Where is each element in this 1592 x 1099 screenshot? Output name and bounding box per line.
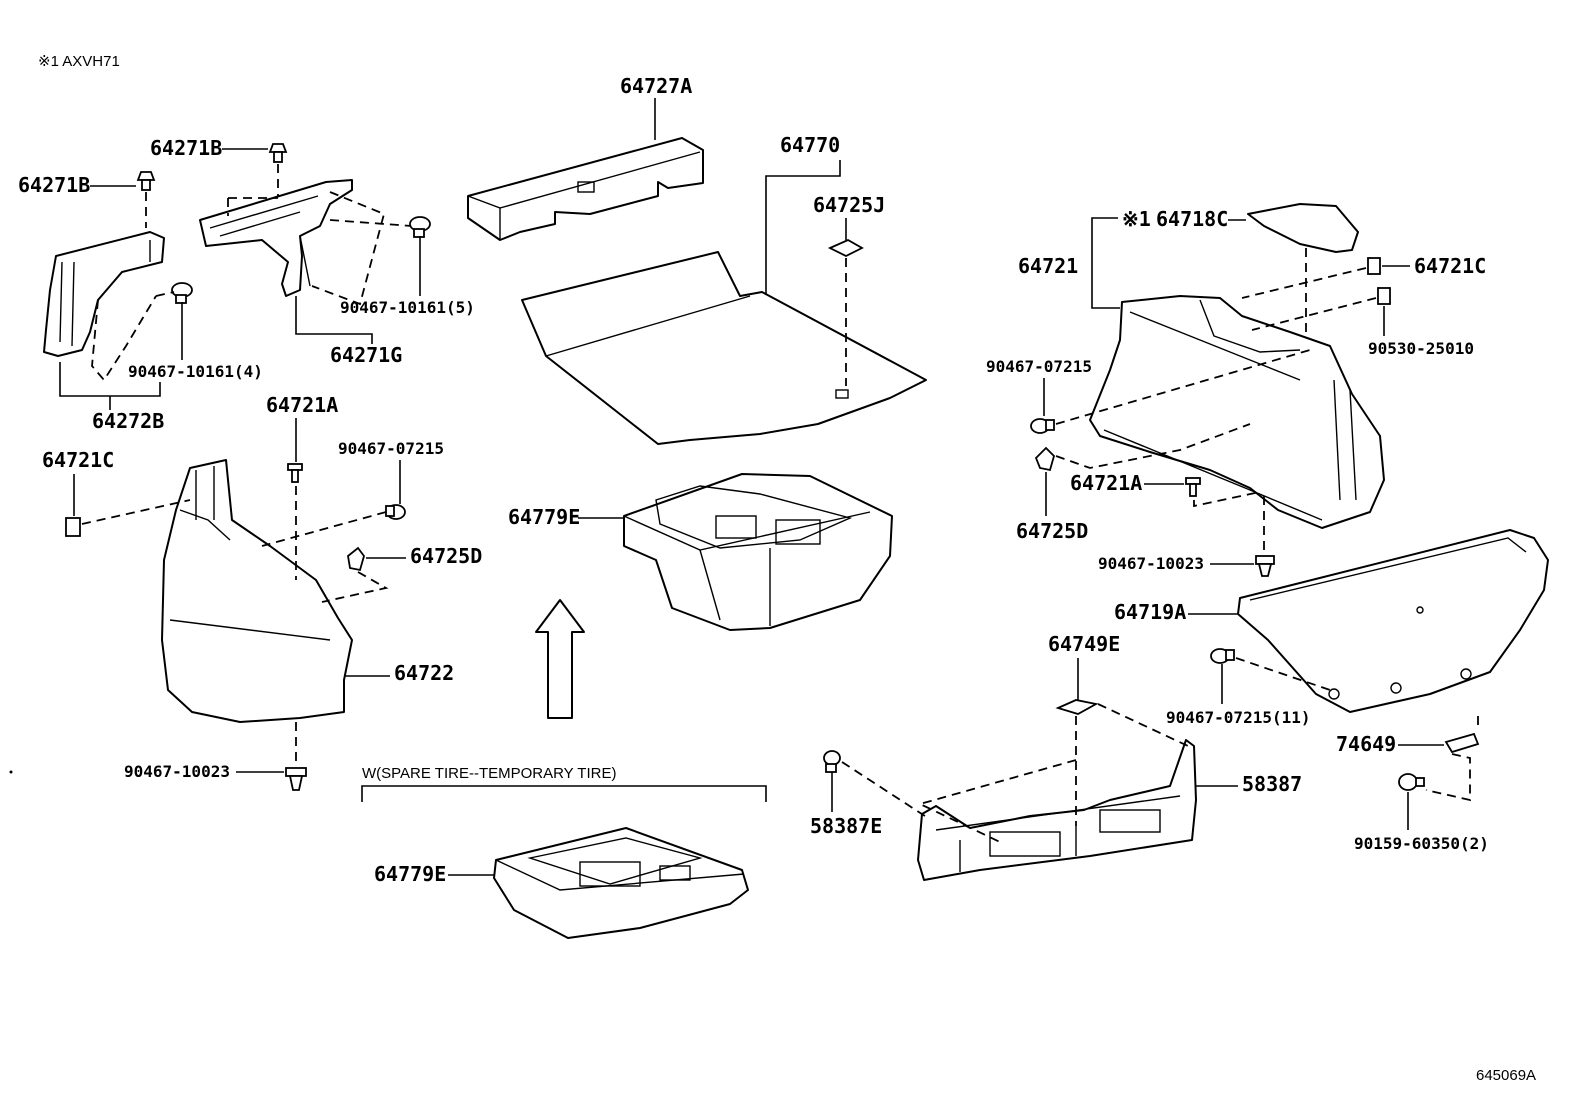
- section-label: W(SPARE TIRE--TEMPORARY TIRE): [362, 765, 616, 782]
- label-90467-10161-4: 90467-10161(4): [128, 362, 263, 381]
- label-90467-10161-5: 90467-10161(5): [340, 298, 475, 317]
- label-64721A-right: 64721A: [1070, 471, 1142, 495]
- part-64721-side-trim: [1089, 295, 1385, 529]
- part-64721C-pad-left: [65, 517, 81, 537]
- label-64719A: 64719A: [1114, 600, 1186, 624]
- part-64779E-tray: [623, 473, 893, 631]
- label-64722: 64722: [394, 661, 454, 685]
- label-90467-07215-11: 90467-07215(11): [1166, 708, 1311, 727]
- part-58387E-clip: [823, 750, 841, 773]
- label-64718C-mark: ※1: [1122, 207, 1151, 231]
- part-74649-hook: [1444, 732, 1480, 754]
- part-64721A-screw-right: [1185, 477, 1201, 497]
- stray-mark: [9, 770, 13, 774]
- part-64271B-clip-top: [268, 143, 288, 163]
- part-90467-10023-clip-right: [1255, 555, 1275, 577]
- part-58387-scuff-plate: [917, 739, 1197, 881]
- part-64727A-cover: [467, 137, 704, 241]
- part-90467-07215-clip-cover: [1210, 648, 1235, 664]
- label-64725J: 64725J: [813, 193, 885, 217]
- label-64727A: 64727A: [620, 74, 692, 98]
- label-58387E: 58387E: [810, 814, 882, 838]
- part-64271G-bracket: [199, 179, 353, 297]
- label-64272B: 64272B: [92, 409, 164, 433]
- label-64721C-right: 64721C: [1414, 254, 1486, 278]
- label-90467-07215-right: 90467-07215: [986, 357, 1092, 376]
- label-90467-10023-left: 90467-10023: [124, 762, 230, 781]
- direction-arrow: [535, 599, 585, 719]
- label-90530-25010: 90530-25010: [1368, 339, 1474, 358]
- part-64725D-clip-right: [1034, 446, 1056, 472]
- part-90467-10161-clip-right: [409, 216, 431, 238]
- label-64725D-left: 64725D: [410, 544, 482, 568]
- part-90467-10023-clip-left: [285, 767, 307, 791]
- label-90467-07215-left: 90467-07215: [338, 439, 444, 458]
- label-64779E-main: 64779E: [508, 505, 580, 529]
- label-64779E-spare: 64779E: [374, 862, 446, 886]
- part-90159-60350-screw: [1398, 773, 1425, 791]
- applicability-note: ※1 AXVH71: [38, 53, 120, 70]
- label-64725D-right: 64725D: [1016, 519, 1088, 543]
- label-64271B-left: 64271B: [18, 173, 90, 197]
- label-90467-10023-right: 90467-10023: [1098, 554, 1204, 573]
- part-64721A-screw-left: [287, 463, 303, 483]
- part-64722-side-trim: [161, 459, 353, 723]
- label-64271B-top: 64271B: [150, 136, 222, 160]
- label-64271G: 64271G: [330, 343, 402, 367]
- part-90467-07215-clip-right: [1030, 418, 1055, 434]
- label-74649: 74649: [1336, 732, 1396, 756]
- label-64721C-left: 64721C: [42, 448, 114, 472]
- label-64770: 64770: [780, 133, 840, 157]
- part-64718C-cover: [1247, 203, 1359, 253]
- part-90530-25010-pad: [1377, 287, 1391, 305]
- part-64719A-cover: [1237, 529, 1549, 713]
- label-64721: 64721: [1018, 254, 1078, 278]
- part-64725J-clip: [827, 238, 864, 258]
- label-64721A-left: 64721A: [266, 393, 338, 417]
- part-64272B-panel: [43, 231, 165, 382]
- label-90159-60350-2: 90159-60350(2): [1354, 834, 1489, 853]
- part-64770-luggage-mat: [521, 251, 927, 445]
- part-64779E-spare-tray: [493, 827, 749, 939]
- part-90467-07215-clip-left: [385, 504, 406, 520]
- label-64718C: 64718C: [1156, 207, 1228, 231]
- part-64721C-pad-right: [1367, 257, 1381, 275]
- label-58387: 58387: [1242, 772, 1302, 796]
- part-64725D-clip-left: [347, 546, 365, 572]
- part-90467-10161-clip-left: [171, 282, 193, 304]
- diagram-code: 645069A: [1476, 1067, 1536, 1084]
- part-64749E-clip: [1055, 699, 1099, 715]
- part-64271B-clip-left: [136, 171, 156, 191]
- label-64749E: 64749E: [1048, 632, 1120, 656]
